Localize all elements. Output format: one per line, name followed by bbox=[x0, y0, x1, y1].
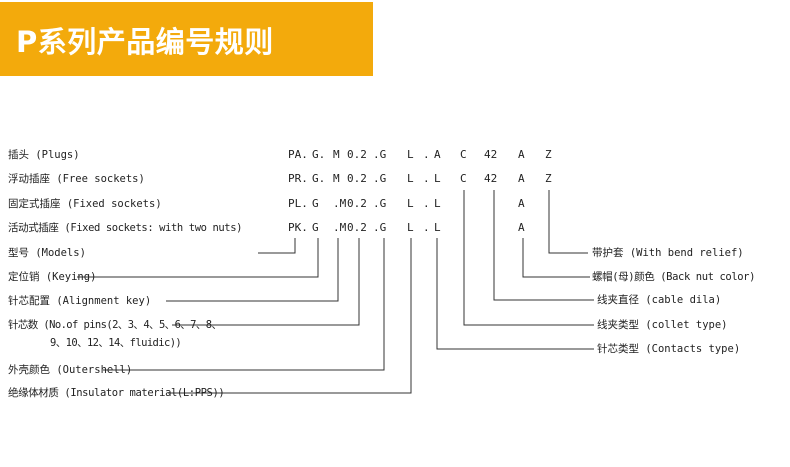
code-cell: . bbox=[423, 172, 430, 185]
row-label-fixed-sockets-nuts: 活动式插座 (Fixed sockets: with two nuts) bbox=[8, 222, 243, 234]
code-cell: G. bbox=[312, 148, 326, 161]
legend-outershell: 外壳颜色 (Outershell) bbox=[8, 364, 133, 376]
code-cell: Z bbox=[545, 148, 552, 161]
row-label-free-sockets: 浮动插座 (Free sockets) bbox=[8, 173, 145, 185]
code-cell: .G bbox=[373, 221, 387, 234]
code-cell: L bbox=[407, 197, 414, 210]
code-cell: PR. bbox=[288, 172, 308, 185]
code-cell: A bbox=[518, 221, 525, 234]
code-cell: G bbox=[312, 197, 319, 210]
code-cell: 0.2 bbox=[347, 221, 367, 234]
code-cell: A bbox=[518, 172, 525, 185]
code-cell: 0.2 bbox=[347, 197, 367, 210]
legend-models: 型号 (Models) bbox=[8, 247, 86, 259]
code-cell: L bbox=[434, 172, 441, 185]
code-cell: Z bbox=[545, 172, 552, 185]
page-title: P系列产品编号规则 bbox=[16, 25, 274, 59]
line-backnut bbox=[522, 238, 590, 278]
legend-cable-dia: 线夹直径 (cable dila) bbox=[597, 294, 722, 306]
legend-collet: 线夹类型 (collet type) bbox=[597, 319, 728, 331]
code-cell: L bbox=[407, 172, 414, 185]
row-label-fixed-sockets: 固定式插座 (Fixed sockets) bbox=[8, 198, 162, 210]
code-cell: G. bbox=[312, 172, 326, 185]
line-contacts bbox=[436, 238, 594, 350]
code-cell: A bbox=[434, 148, 441, 161]
line-bend-relief bbox=[548, 190, 588, 254]
legend-contacts: 针芯类型 (Contacts type) bbox=[597, 343, 741, 355]
code-cell: .M bbox=[333, 197, 347, 210]
code-cell: G bbox=[312, 221, 319, 234]
code-cell: PK. bbox=[288, 221, 308, 234]
code-cell: .G bbox=[373, 148, 387, 161]
title-banner: P系列产品编号规则 bbox=[0, 2, 373, 76]
code-cell: .G bbox=[373, 172, 387, 185]
line-keying bbox=[77, 238, 319, 278]
code-cell: M bbox=[333, 172, 340, 185]
code-cell: L bbox=[407, 221, 414, 234]
line-pins bbox=[172, 238, 360, 326]
line-alignment bbox=[166, 238, 339, 302]
code-cell: PL. bbox=[288, 197, 308, 210]
code-cell: L bbox=[407, 148, 414, 161]
code-cell: 42 bbox=[484, 172, 498, 185]
code-cell: A bbox=[518, 197, 525, 210]
code-cell: . bbox=[423, 221, 430, 234]
code-cell: PA. bbox=[288, 148, 308, 161]
code-cell: .G bbox=[373, 197, 387, 210]
legend-keying: 定位销 (Keying) bbox=[8, 271, 97, 283]
line-insulator bbox=[168, 238, 412, 394]
legend-alignment: 针芯配置 (Alignment key) bbox=[8, 295, 152, 307]
code-cell: L bbox=[434, 197, 441, 210]
line-collet bbox=[463, 190, 594, 326]
code-cell: 0.2 bbox=[347, 172, 367, 185]
legend-pins: 针芯数 (No.of pins(2、3、4、5、6、7、8、 bbox=[8, 319, 222, 331]
line-cable bbox=[493, 190, 594, 301]
code-cell: .M bbox=[333, 221, 347, 234]
code-cell: C bbox=[460, 172, 467, 185]
row-label-plugs: 插头 (Plugs) bbox=[8, 149, 80, 161]
code-cell: 0.2 bbox=[347, 148, 367, 161]
code-cell: C bbox=[460, 148, 467, 161]
legend-pins-cont: 9、10、12、14、fluidic)) bbox=[50, 337, 182, 349]
line-outershell bbox=[103, 238, 385, 371]
legend-insulator: 绝缘体材质 (Insulator material(L:PPS)) bbox=[8, 387, 225, 399]
legend-bend-relief: 带护套 (With bend relief) bbox=[592, 247, 744, 259]
line-models bbox=[258, 238, 296, 254]
code-cell: . bbox=[423, 148, 430, 161]
code-cell: . bbox=[423, 197, 430, 210]
code-cell: L bbox=[434, 221, 441, 234]
code-cell: A bbox=[518, 148, 525, 161]
code-cell: M bbox=[333, 148, 340, 161]
legend-back-nut: 螺帽(母)颜色 (Back nut color) bbox=[592, 271, 756, 283]
code-cell: 42 bbox=[484, 148, 498, 161]
